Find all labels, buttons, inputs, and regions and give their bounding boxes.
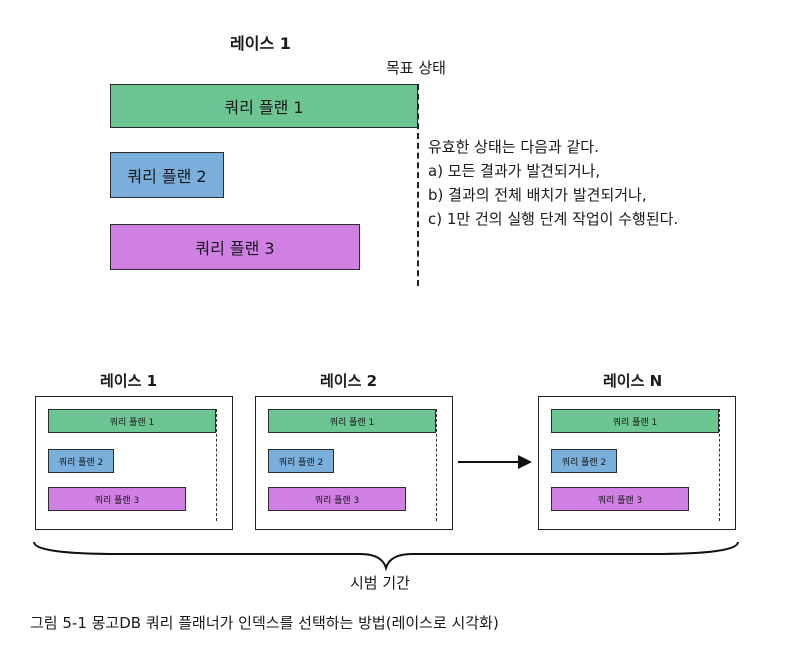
- race-1-plan-1: 쿼리 플랜 1: [48, 409, 216, 433]
- race-1-title: 레이스 1: [230, 34, 291, 53]
- note-line-3: b) 결과의 전체 배치가 발견되거나,: [428, 186, 647, 204]
- query-plan-3-label: 쿼리 플랜 3: [195, 239, 275, 258]
- query-plan-2-label: 쿼리 플랜 2: [127, 167, 207, 186]
- race-2-plan-1: 쿼리 플랜 1: [268, 409, 436, 433]
- note-line-1: 유효한 상태는 다음과 같다.: [428, 138, 599, 156]
- race-1-plan-3: 쿼리 플랜 3: [48, 487, 186, 511]
- query-plan-1-bar: 쿼리 플랜 1: [110, 84, 418, 128]
- race-2-panel: 쿼리 플랜 1 쿼리 플랜 2 쿼리 플랜 3: [255, 396, 453, 530]
- figure-caption: 그림 5-1 몽고DB 쿼리 플래너가 인덱스를 선택하는 방법(레이스로 시각…: [30, 614, 499, 632]
- race-1-goal-line: [216, 409, 217, 521]
- goal-state-line: [417, 84, 419, 286]
- query-plan-3-bar: 쿼리 플랜 3: [110, 224, 360, 270]
- race-2-goal-line: [436, 409, 437, 521]
- race-n-panel: 쿼리 플랜 1 쿼리 플랜 2 쿼리 플랜 3: [538, 396, 736, 530]
- race-2-plan-3: 쿼리 플랜 3: [268, 487, 406, 511]
- race-n-goal-line: [719, 409, 720, 521]
- race-1-heading: 레이스 1: [100, 372, 158, 390]
- query-plan-2-bar: 쿼리 플랜 2: [110, 152, 224, 198]
- race-n-plan-3: 쿼리 플랜 3: [551, 487, 689, 511]
- race-n-plan-1: 쿼리 플랜 1: [551, 409, 719, 433]
- note-line-4: c) 1만 건의 실행 단계 작업이 수행된다.: [428, 210, 679, 228]
- query-plan-1-label: 쿼리 플랜 1: [224, 98, 304, 117]
- race-n-heading: 레이스 N: [603, 372, 663, 390]
- trial-period-label: 시범 기간: [350, 574, 410, 592]
- race-2-plan-2: 쿼리 플랜 2: [268, 449, 334, 473]
- race-1-plan-2: 쿼리 플랜 2: [48, 449, 114, 473]
- right-arrow-icon: [458, 455, 532, 469]
- race-1-panel: 쿼리 플랜 1 쿼리 플랜 2 쿼리 플랜 3: [35, 396, 233, 530]
- race-n-plan-2: 쿼리 플랜 2: [551, 449, 617, 473]
- trial-period-brace: [33, 541, 739, 572]
- goal-state-label: 목표 상태: [386, 59, 446, 77]
- race-2-heading: 레이스 2: [320, 372, 378, 390]
- note-line-2: a) 모든 결과가 발견되거나,: [428, 162, 601, 180]
